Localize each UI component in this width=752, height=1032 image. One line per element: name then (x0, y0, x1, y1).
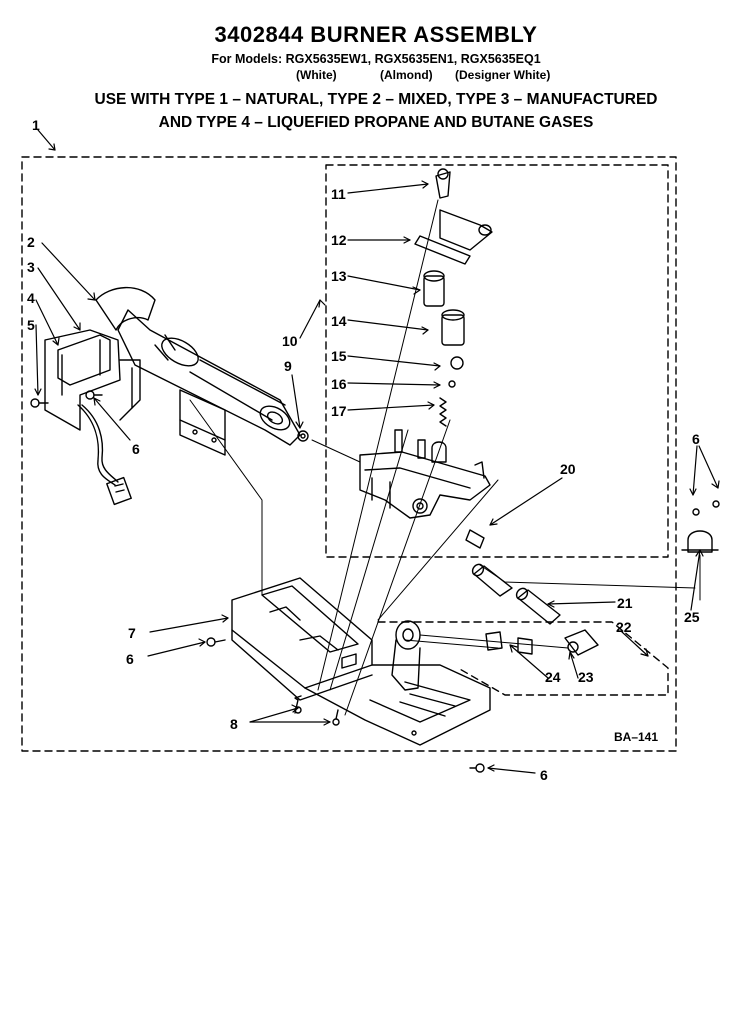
igniter-wire (77, 404, 132, 506)
tube-bracket (179, 389, 226, 456)
callout-17: 17 (331, 403, 347, 419)
gas-type-notice-line-1: USE WITH TYPE 1 – NATURAL, TYPE 2 – MIXE… (94, 91, 658, 108)
pipe-fittings (471, 563, 599, 656)
callout-25: 25 (684, 609, 700, 625)
callout-3: 3 (27, 259, 35, 275)
callout-16: 16 (331, 376, 347, 392)
valve-subassembly-boundary (325, 164, 669, 558)
orifice-holder (391, 620, 421, 691)
flame-shield (95, 286, 156, 331)
models-line: For Models: RGX5635EW1, RGX5635EN1, RGX5… (211, 52, 541, 66)
valve-components (394, 168, 493, 463)
callout-5: 5 (27, 317, 35, 333)
callout-6-bracket: 6 (126, 651, 134, 667)
base-plate (304, 664, 491, 746)
variant-designer-white: (Designer White) (455, 68, 551, 82)
igniter-bracket (44, 329, 141, 431)
callout-10: 10 (282, 333, 298, 349)
callout-9: 9 (284, 358, 292, 374)
diagram-code: BA–141 (614, 730, 659, 744)
callout-15: 15 (331, 348, 347, 364)
screws-bottom (206, 637, 485, 773)
callout-2: 2 (27, 234, 35, 250)
callout-6-left: 6 (132, 441, 140, 457)
fitting-20 (465, 529, 485, 549)
callout-6-bottom: 6 (540, 767, 548, 783)
assembly-boundary (21, 156, 677, 752)
callout-8: 8 (230, 716, 238, 732)
callout-22: 22 (616, 619, 632, 635)
gas-valve-body (359, 451, 491, 519)
gas-type-notice-line-2: AND TYPE 4 – LIQUEFIED PROPANE AND BUTAN… (158, 114, 594, 131)
screws-left (30, 390, 309, 442)
callout-20: 20 (560, 461, 576, 477)
callout-12: 12 (331, 232, 347, 248)
callout-7: 7 (128, 625, 136, 641)
callout-23: 23 (578, 669, 594, 685)
callout-6-right: 6 (692, 431, 700, 447)
burner-tube (117, 309, 301, 446)
pipe-group-boundary (377, 621, 669, 696)
variant-almond: (Almond) (380, 68, 433, 82)
page-title: 3402844 BURNER ASSEMBLY (214, 22, 538, 47)
pipe-clamp (681, 500, 720, 553)
callout-4: 4 (27, 290, 35, 306)
callout-14: 14 (331, 313, 347, 329)
callout-11: 11 (331, 186, 346, 202)
leader-lines (34, 129, 720, 774)
alignment-lines (189, 199, 701, 716)
callout-21: 21 (617, 595, 633, 611)
callout-13: 13 (331, 268, 347, 284)
callout-24: 24 (545, 669, 561, 685)
mounting-bracket (231, 577, 373, 701)
variant-white: (White) (296, 68, 337, 82)
callout-1: 1 (32, 117, 40, 133)
